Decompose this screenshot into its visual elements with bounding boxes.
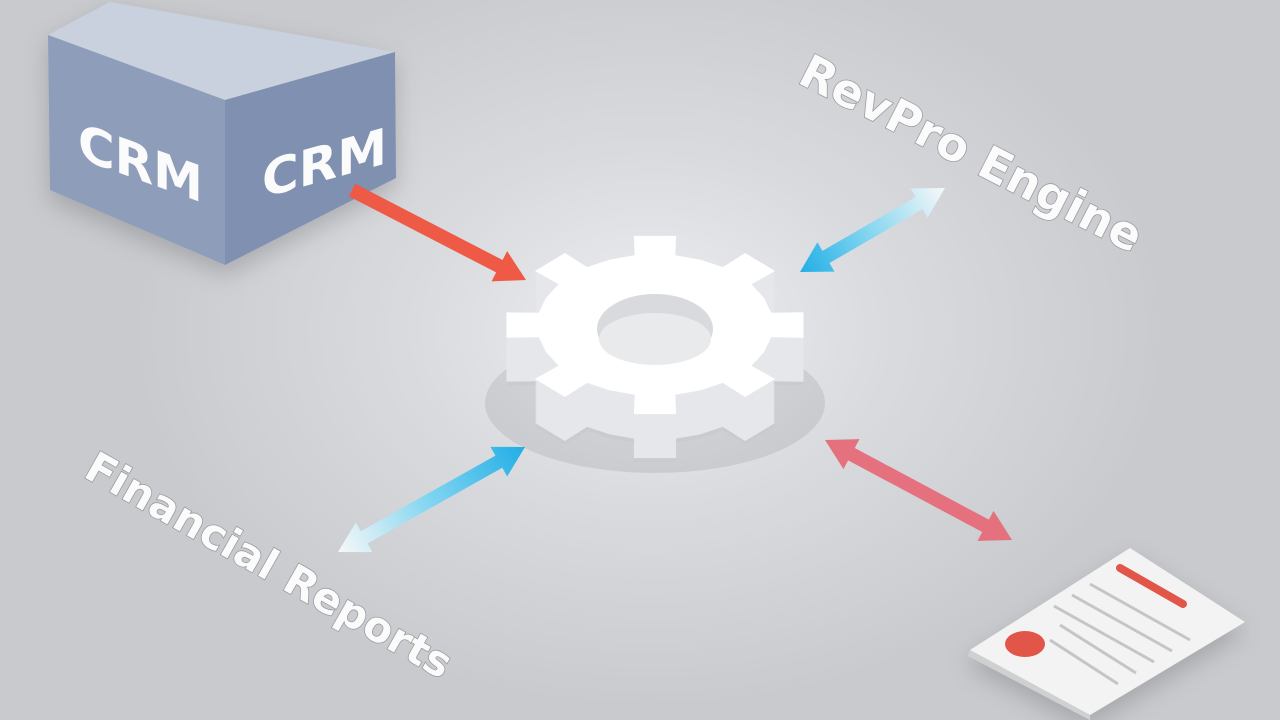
financial-reports-label: Financial Reports [77, 442, 461, 688]
crm-box-left-face [48, 35, 225, 265]
document-double-arrow [825, 439, 1013, 541]
document-icon [968, 548, 1245, 720]
crm-box [48, 2, 396, 265]
crm-to-engine-arrow [348, 183, 527, 282]
revpro-engine-label: RevPro Engine [791, 44, 1152, 263]
crm-box-top [48, 2, 395, 100]
financial-reports-double-arrow [338, 446, 525, 553]
gear-icon [485, 235, 825, 473]
revpro-engine-double-arrow [800, 187, 946, 272]
crm-box-right-face [225, 52, 396, 265]
